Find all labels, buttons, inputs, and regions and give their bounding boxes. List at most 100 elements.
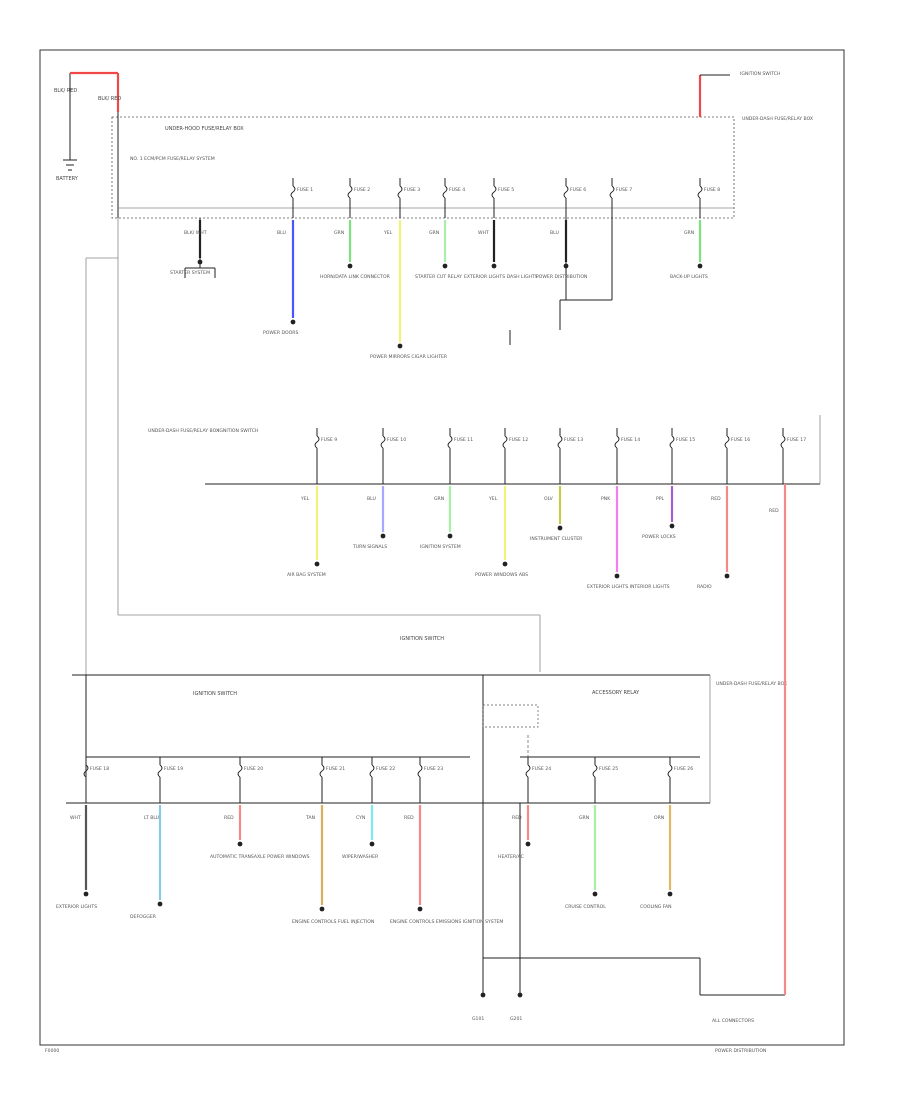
- bot-load-c6-label: ENGINE CONTROLS EMISSIONS IGNITION SYSTE…: [390, 919, 503, 925]
- bot-load-c5-wire: CYN: [356, 815, 365, 821]
- starter-connector: [184, 218, 216, 278]
- middle-box-title: UNDER-DASH FUSE/RELAY BOX: [148, 428, 219, 434]
- mid-load-l2-label: TURN SIGNALS: [352, 544, 387, 550]
- mid-load-l2: BLU TURN SIGNALS: [352, 486, 387, 550]
- mid-fuse-m8: FUSE 16: [724, 428, 750, 484]
- mid-fuse-m5-label: FUSE 13: [564, 437, 583, 443]
- top-load-t3: GRN HORN/DATA LINK CONNECTOR: [320, 220, 391, 280]
- top-load-t6-wire: WHT: [478, 230, 489, 236]
- top-fuse-f5: FUSE 5: [491, 178, 514, 218]
- bottom-switch-mid-label: IGNITION SWITCH: [400, 636, 444, 642]
- mid-load-l7-label: POWER LOCKS: [642, 534, 676, 540]
- bot-fuse-b1: FUSE 18: [83, 757, 109, 803]
- bot-fuse-b1-label: FUSE 18: [90, 766, 109, 772]
- bot-fuse-b6: FUSE 23: [417, 757, 443, 803]
- bot-fuse-b3: FUSE 20: [237, 757, 263, 803]
- mid-fuse-m9-label: FUSE 17: [787, 437, 806, 443]
- top-fuse-f1-label: FUSE 1: [297, 187, 313, 193]
- top-load-t4-wire: YEL: [383, 230, 393, 236]
- top-box-title: UNDER-HOOD FUSE/RELAY BOX: [165, 126, 244, 132]
- top-load-t3-wire: GRN: [334, 230, 344, 236]
- top-load-t8-wire: GRN: [684, 230, 694, 236]
- mid-fuse-m6: FUSE 14: [614, 428, 640, 484]
- bot-load-c7-wire: RED: [512, 815, 522, 821]
- bot-load-c6-wire: RED: [404, 815, 414, 821]
- top-load-t2-label: POWER DOORS: [263, 330, 298, 336]
- top-load-t4-label: POWER MIRRORS CIGAR LIGHTER: [370, 354, 448, 360]
- bot-fuse-b5-label: FUSE 22: [376, 766, 395, 772]
- bot-load-c4-label: ENGINE CONTROLS FUEL INJECTION: [292, 919, 374, 925]
- mid-load-l4-label: POWER WINDOWS ABS: [475, 572, 528, 578]
- top-fuse-box: [111, 116, 735, 219]
- bot-load-c6: RED ENGINE CONTROLS EMISSIONS IGNITION SY…: [390, 805, 503, 925]
- top-load-t1-wire: BLK/ WHT: [184, 230, 207, 236]
- mid-load-l9: RED: [769, 508, 779, 514]
- top-load-t3-label: HORN/DATA LINK CONNECTOR: [320, 274, 391, 280]
- mid-fuse-m3-label: FUSE 11: [454, 437, 473, 443]
- mid-load-l4-wire: YEL: [488, 496, 498, 502]
- mid-fuse-m7: FUSE 15: [669, 428, 695, 484]
- bot-load-c8-label: CRUISE CONTROL: [565, 904, 606, 910]
- top-fuse-f6: FUSE 6: [563, 178, 586, 218]
- mid-load-l7-wire: PPL: [656, 496, 665, 502]
- top-fuse-f8-label: FUSE 8: [704, 187, 720, 193]
- bot-load-c3-label: AUTOMATIC TRANSAXLE POWER WINDOWS: [210, 854, 310, 860]
- mid-fuse-m5: FUSE 13: [557, 428, 583, 484]
- mid-load-l3-wire: GRN: [434, 496, 444, 502]
- bottom-box-title: UNDER-DASH FUSE/RELAY BOX: [716, 681, 787, 687]
- mid-fuse-m4: FUSE 12: [502, 428, 528, 484]
- middle-switch-label: IGNITION SWITCH: [218, 428, 258, 434]
- bot-load-c8-wire: GRN: [579, 815, 589, 821]
- top-load-t7-wire: BLU: [550, 230, 559, 236]
- bot-load-c9-label: COOLING FAN: [640, 904, 672, 910]
- top-load-t8: GRN BACK-UP LIGHTS: [670, 220, 708, 280]
- mid-load-l4: YEL POWER WINDOWS ABS: [475, 486, 528, 578]
- top-fuse-f3-label: FUSE 3: [404, 187, 420, 193]
- mid-fuse-m4-label: FUSE 12: [509, 437, 528, 443]
- top-fuse-f4-label: FUSE 4: [449, 187, 465, 193]
- top-fuse-f2: FUSE 2: [347, 178, 370, 218]
- all-connectors-label: ALL CONNECTORS: [712, 1018, 754, 1024]
- bot-fuse-b5: FUSE 22: [369, 757, 395, 803]
- bottom-relay-label: ACCESSORY RELAY: [592, 690, 640, 696]
- top-load-t1-label: STARTER SYSTEM: [170, 270, 210, 276]
- mid-load-l9-wire: RED: [769, 508, 779, 514]
- mid-load-l5-label: INSTRUMENT CLUSTER: [530, 536, 583, 542]
- mid-load-l2-wire: BLU: [367, 496, 376, 502]
- mid-fuse-m3: FUSE 11: [447, 428, 473, 484]
- bot-fuse-b6-label: FUSE 23: [424, 766, 443, 772]
- mid-load-l5-wire: OLV: [544, 496, 554, 502]
- bot-load-c4-wire: TAN: [305, 815, 315, 821]
- top-load-t8-label: BACK-UP LIGHTS: [670, 274, 708, 280]
- diagram-frame: [39, 49, 845, 1046]
- bot-fuse-b7-label: FUSE 24: [532, 766, 551, 772]
- battery-wire-right: BLK/ RED: [98, 96, 121, 102]
- mid-fuse-m9: FUSE 17: [780, 428, 806, 484]
- mid-load-l8-wire: RED: [711, 496, 721, 502]
- top-ignition-switch-label: IGNITION SWITCH: [740, 71, 780, 77]
- top-load-t4: YEL POWER MIRRORS CIGAR LIGHTER: [370, 220, 448, 360]
- accessory-relay: [482, 704, 539, 728]
- bot-fuse-b3-label: FUSE 20: [244, 766, 263, 772]
- battery: BLK/ RED BLK/ RED BATTERY: [54, 71, 121, 182]
- mid-load-l5: OLV INSTRUMENT CLUSTER: [530, 486, 583, 542]
- mid-fuse-m1: FUSE 9: [314, 428, 337, 484]
- bot-load-c5-label: WIPER/WASHER: [342, 854, 379, 860]
- mid-load-l1-label: AIR BAG SYSTEM: [287, 572, 326, 578]
- bot-fuse-b4-label: FUSE 21: [326, 766, 345, 772]
- top-load-t5-wire: GRN: [429, 230, 439, 236]
- top-fuse-f7-label: FUSE 7: [616, 187, 632, 193]
